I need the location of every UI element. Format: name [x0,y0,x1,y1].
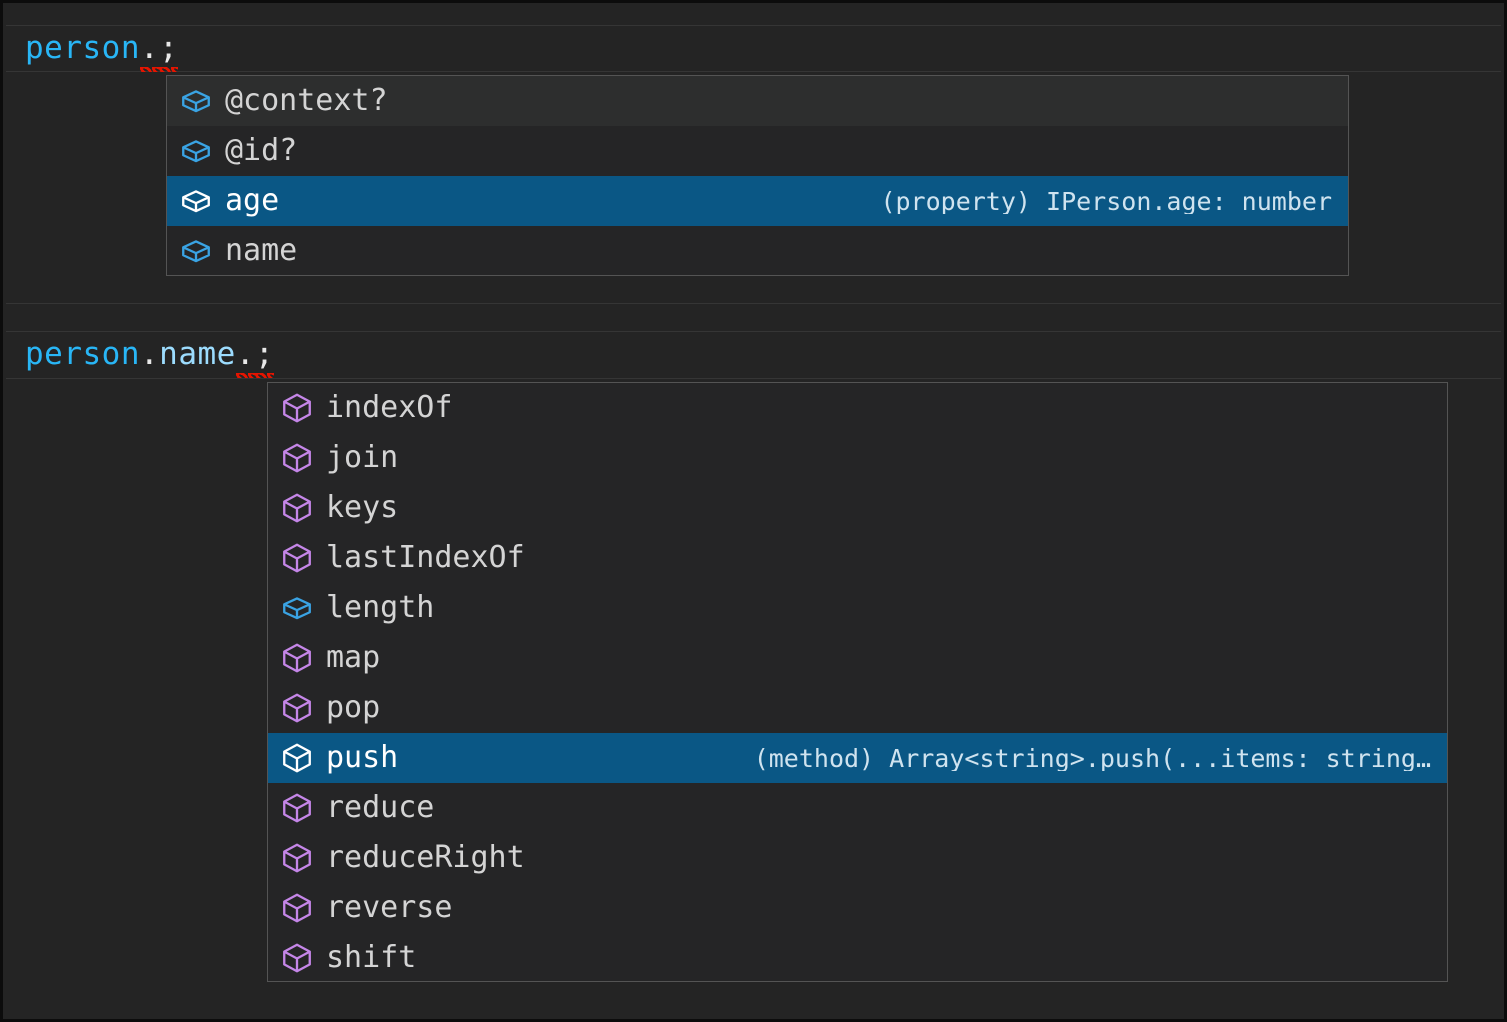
suggestion-item-label: lastIndexOf [326,540,525,575]
suggestion-item-label: map [326,640,381,675]
suggestion-item-join[interactable]: join [268,433,1447,483]
cell-divider-top [6,25,1501,26]
suggestion-item-label: length [326,590,435,625]
property-cube-icon [283,597,311,620]
suggestion-item-indexof[interactable]: indexOf [268,383,1447,433]
suggestion-item-name[interactable]: name [167,226,1348,275]
property-cube-icon [182,90,210,113]
suggestion-item-context[interactable]: @context? [167,76,1348,126]
suggestion-item-map[interactable]: map [268,633,1447,683]
suggestion-item-length[interactable]: length [268,583,1447,633]
code-token-punctuation-2: ; [159,30,179,72]
suggestion-item-label: indexOf [326,390,453,425]
code-token-identifier-0: person [25,30,140,66]
method-cube-icon [283,443,311,473]
suggestion-item-label: age [225,183,280,218]
method-cube-icon [283,843,311,873]
suggestion-item-label: push [326,740,399,775]
property-cube-icon [182,140,210,163]
code-line-person-name-dot[interactable]: person.name.; [25,336,275,378]
suggestion-item-reduce[interactable]: reduce [268,783,1447,833]
cell-divider-mid [6,303,1501,304]
code-line-person-dot[interactable]: person.; [25,30,179,72]
suggestion-item-label: @id? [225,133,298,168]
suggestion-item-pop[interactable]: pop [268,683,1447,733]
method-cube-icon [283,743,311,773]
suggestion-popup-array-members[interactable]: indexOf join keys lastIndexOf length map pop pu… [267,382,1448,982]
suggestion-item-age[interactable]: age (property) IPerson.age: number [167,176,1348,226]
property-cube-icon [182,190,210,213]
suggestion-item-label: reduce [326,790,435,825]
suggestion-item-detail: (method) Array<string>.push(...items: st… [753,745,1431,771]
method-cube-icon [283,543,311,573]
suggestion-item-reduceright[interactable]: reduceRight [268,833,1447,883]
suggestion-item-reverse[interactable]: reverse [268,883,1447,933]
suggestion-item-label: reverse [326,890,453,925]
cell-divider-below-line-2 [6,378,1501,379]
code-token-punctuation-1: . [139,30,160,72]
suggestion-item-id[interactable]: @id? [167,126,1348,176]
code-token-property-2: name [159,336,236,372]
suggestion-item-label: reduceRight [326,840,525,875]
suggestion-item-lastindexof[interactable]: lastIndexOf [268,533,1447,583]
cell-divider-below-line-1 [6,71,1501,72]
cell-divider-above-line-2 [6,331,1501,332]
suggestion-item-label: name [225,233,298,268]
method-cube-icon [283,693,311,723]
method-cube-icon [283,643,311,673]
method-cube-icon [283,793,311,823]
method-cube-icon [283,393,311,423]
suggestion-item-label: shift [326,940,417,975]
suggestion-item-label: pop [326,690,381,725]
suggestion-item-shift[interactable]: shift [268,933,1447,981]
suggestion-item-label: @context? [225,83,388,118]
suggestion-item-label: join [326,440,399,475]
code-token-punctuation-4: ; [254,336,275,378]
suggestion-item-label: keys [326,490,399,525]
method-cube-icon [283,493,311,523]
property-cube-icon [182,240,210,263]
code-token-identifier-0: person [25,336,140,372]
code-token-punctuation-1: . [139,336,160,372]
suggestion-popup-person-members[interactable]: @context? @id? age (property) IPerson.age: … [166,75,1349,276]
method-cube-icon [283,943,311,973]
suggestion-item-keys[interactable]: keys [268,483,1447,533]
suggestion-item-detail: (property) IPerson.age: number [880,188,1332,214]
method-cube-icon [283,893,311,923]
suggestion-item-push[interactable]: push (method) Array<string>.push(...items… [268,733,1447,783]
code-token-punctuation-3: . [235,336,256,378]
